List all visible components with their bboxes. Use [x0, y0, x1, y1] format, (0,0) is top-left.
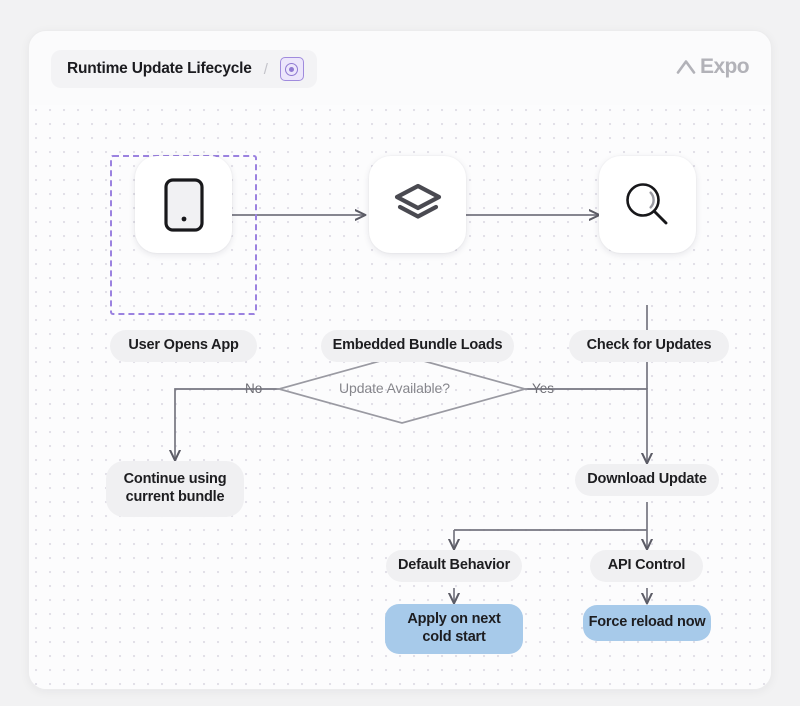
mobile-phone-icon [163, 177, 204, 232]
expo-logo: Expo [675, 55, 750, 79]
target-ring [285, 62, 299, 76]
node-continue-current-bundle[interactable]: Continue using current bundle [106, 461, 244, 517]
diagram-canvas[interactable]: User Opens App Embedded Bundle Loads Che… [29, 105, 772, 690]
branch-label-yes: Yes [532, 381, 555, 396]
node-api-control[interactable]: API Control [590, 550, 703, 582]
target-frame-icon[interactable] [279, 57, 304, 81]
node-user-opens-app[interactable] [135, 156, 232, 253]
decision-label: Update Available? [339, 380, 450, 396]
decision-diamond[interactable] [275, 354, 529, 424]
expo-caret-icon [676, 60, 696, 74]
expo-wordmark: Expo [700, 55, 750, 78]
node-label-user-opens-app[interactable]: User Opens App [110, 330, 257, 362]
breadcrumb[interactable]: Runtime Update Lifecycle / [51, 50, 317, 88]
node-force-reload-now[interactable]: Force reload now [583, 605, 711, 641]
target-dot [289, 66, 295, 72]
continue-line-2: current bundle [125, 489, 225, 505]
card-header: Runtime Update Lifecycle / Expo [29, 31, 771, 105]
continue-line-1: Continue using [123, 471, 227, 488]
apply-line-1: Apply on next [407, 611, 501, 628]
page-title: Runtime Update Lifecycle [67, 60, 252, 77]
branch-label-no: No [245, 381, 263, 396]
wire-yes-branch [525, 388, 647, 463]
diagram-card: Runtime Update Lifecycle / Expo [28, 30, 772, 690]
magnifier-search-icon [625, 182, 667, 224]
wire-no-branch [175, 388, 279, 460]
apply-line-2: cold start [422, 629, 486, 645]
node-check-for-updates[interactable] [599, 156, 696, 253]
node-download-update[interactable]: Download Update [575, 464, 719, 496]
breadcrumb-separator: / [263, 60, 268, 78]
layers-stack-icon [394, 183, 441, 219]
node-label-embedded-bundle-loads[interactable]: Embedded Bundle Loads [321, 330, 514, 362]
connector-layer [29, 105, 772, 690]
node-label-check-for-updates[interactable]: Check for Updates [569, 330, 729, 362]
node-embedded-bundle-loads[interactable] [369, 156, 466, 253]
node-default-behavior[interactable]: Default Behavior [386, 550, 522, 582]
node-apply-on-next-cold-start[interactable]: Apply on next cold start [385, 604, 523, 654]
